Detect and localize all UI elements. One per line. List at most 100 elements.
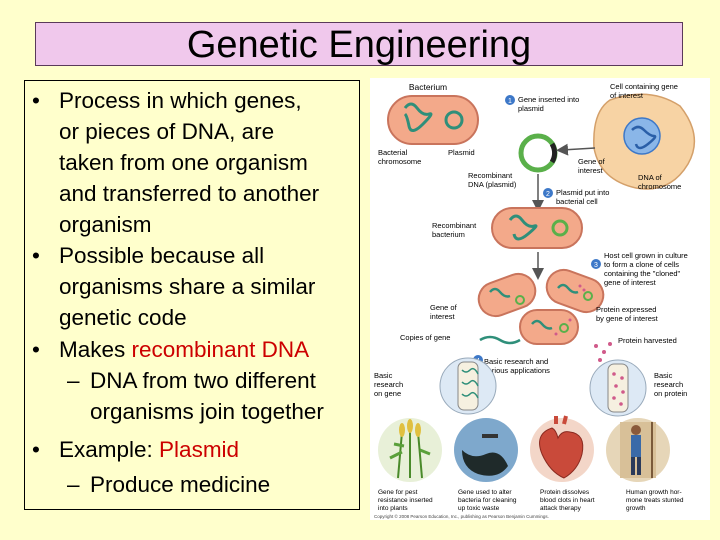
step-2-badge [543,188,553,198]
label-protein-expressed: Protein expressed [596,305,656,314]
label-bacterial-chromosome: Bacterial [378,148,408,157]
caption-growth: mone treats stunted [626,497,684,504]
label-basic-protein: research [654,380,683,389]
bullet-prefix: Example: [59,437,160,462]
sub-bullet-medicine: – Produce medicine [67,469,270,500]
arrow-gene-to-plasmid [556,143,596,156]
bullet-mark: • [32,437,40,462]
bullet-prefix: Makes [59,337,132,362]
bullet-line: taken from one organism [59,150,308,175]
label-step4: Basic research and [484,357,548,366]
label-bacterial-chromosome: chromosome [378,157,421,166]
label-recombinant-bacterium: bacterium [432,230,465,239]
caption-plants: resistance inserted [378,497,433,504]
bullet-line: and transferred to another [59,181,320,206]
bullet-line: genetic code [59,305,187,330]
recombinant-bacterium [491,207,583,249]
label-plasmid: Plasmid [448,148,475,157]
caption-heart: attack therapy [540,505,582,512]
clone-cells [477,268,605,345]
bullet-line: or pieces of DNA, are [59,119,275,144]
caption-toxic-waste: bacteria for cleaning [458,497,517,504]
caption-growth: growth [626,505,646,512]
gene-in-tube [461,367,479,399]
label-recombinant-bacterium: Recombinant [432,221,477,230]
bullet-line: organism [59,212,152,237]
protein-in-tube [612,372,625,406]
bullet-mark: • [32,337,40,362]
bacterium-cell [387,95,479,145]
label-step3: gene of interest [604,278,657,287]
gene-copies-strand [479,335,521,345]
app-heart [530,415,594,482]
label-basic-gene: Basic [374,371,393,380]
recombinant-dna-term: recombinant DNA [131,337,310,362]
label-step3: to form a clone of cells [604,260,679,269]
bullet-mark: • [32,243,40,268]
step-2-number: 2 [546,191,550,198]
bullet-line: Makes recombinant DNA [59,334,309,365]
label-recombinant-dna: Recombinant [468,171,513,180]
step-3-badge [591,259,601,269]
bullet-line: organisms share a similar [59,274,316,299]
label-dna-chromosome: chromosome [638,182,681,191]
step-1-number: 1 [508,98,512,105]
label-cell-gene: Cell containing gene [610,82,678,91]
bullet-text-box: • Process in which genes, or pieces of D… [24,80,360,510]
label-step1: Gene inserted into [518,95,579,104]
label-basic-gene: on gene [374,389,401,398]
sub-line: DNA from two different [90,368,316,393]
caption-plants: into plants [378,505,408,512]
inserted-gene [549,142,558,164]
label-basic-protein: on protein [654,389,687,398]
caption-toxic-waste: Gene used to alter [458,489,512,496]
protein-dots [594,342,612,362]
slide-title: Genetic Engineering [186,24,532,66]
label-step3: containing the "cloned" [604,269,681,278]
sub-line: organisms join together [90,399,324,424]
step-1-badge [505,95,515,105]
label-protein-harvested: Protein harvested [618,336,677,345]
caption-plants: Gene for pest [378,489,418,496]
label-basic-protein: Basic [654,371,673,380]
app-toxic-waste [454,418,518,482]
recombinant-plasmid [518,133,558,173]
label-bacterium: Bacterium [409,82,447,92]
label-gene-interest-2: Gene of [430,303,458,312]
bullet-line: Example: Plasmid [59,434,239,465]
figure-svg: Bacterium Bacterial chromosome Plasmid C… [374,82,696,519]
bullet-mark: • [32,88,40,113]
label-step2: bacterial cell [556,197,598,206]
step-3-number: 3 [594,262,598,269]
sub-line: Produce medicine [90,472,271,497]
label-gene-interest: Gene of [578,157,606,166]
label-step1: plasmid [518,104,544,113]
caption-heart: Protein dissolves [540,489,590,496]
caption-heart: blood clots in heart [540,497,595,504]
title-box: Genetic Engineering [35,22,683,66]
label-basic-gene: research [374,380,403,389]
caption-toxic-waste: up toxic waste [458,505,500,512]
sub-bullet-dna: – DNA from two different organisms join … [67,365,324,424]
bullet-line: Process in which genes, [59,88,302,113]
label-dna-chromosome: DNA of [638,173,663,182]
test-tube-protein [607,363,629,413]
label-step3: Host cell grown in culture [604,251,688,260]
copyright-note: Copyright © 2008 Pearson Education, Inc.… [374,513,549,519]
label-step2: Plasmid put into [556,188,609,197]
dash-mark: – [67,472,80,497]
genetic-engineering-figure: Bacterium Bacterial chromosome Plasmid C… [370,78,710,520]
app-plants [378,418,442,482]
label-recombinant-dna: DNA (plasmid) [468,180,517,189]
label-copies-gene: Copies of gene [400,333,450,342]
bullet-line: Possible because all [59,243,265,268]
label-protein-expressed: by gene of interest [596,314,659,323]
label-gene-interest-2: interest [430,312,456,321]
dash-mark: – [67,368,80,393]
label-cell-gene: of interest [610,91,644,100]
plasmid-term: Plasmid [159,437,240,462]
caption-growth: Human growth hor- [626,489,682,496]
app-growth [606,418,670,482]
label-step4: various applications [484,366,550,375]
label-gene-interest: interest [578,166,604,175]
